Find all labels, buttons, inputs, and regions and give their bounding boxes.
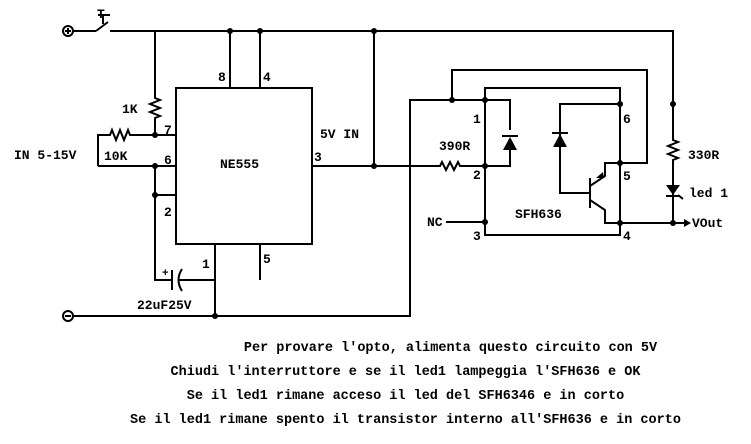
pin-label: 5 <box>623 169 631 184</box>
label-capacitor: 22uF25V <box>137 298 192 313</box>
photo-diode <box>552 132 568 147</box>
vout-arrow <box>684 219 691 227</box>
pin-label: 3 <box>314 150 322 165</box>
phototransistor <box>589 162 620 224</box>
label-10k: 10K <box>104 149 128 164</box>
note-line-2: Chiudi l'interruttore e se il led1 lampe… <box>170 365 641 380</box>
label-1k: 1K <box>122 102 138 117</box>
label-390r: 390R <box>439 139 470 154</box>
label-330r: 330R <box>688 148 719 163</box>
opto-led-diode <box>502 135 518 150</box>
pin-label: 5 <box>263 252 271 267</box>
opto-name: SFH636 <box>515 207 562 222</box>
pin-label: 2 <box>473 168 481 183</box>
pin-label: 4 <box>623 229 631 244</box>
pin-label: 1 <box>473 112 481 127</box>
label-5v-in: 5V IN <box>320 127 359 142</box>
pin-label: 1 <box>202 257 210 272</box>
label-vout: VOut <box>692 216 723 231</box>
positive-rail <box>125 30 674 104</box>
negative-rail <box>73 99 511 317</box>
minus-terminal <box>62 310 74 322</box>
pin-label: 3 <box>473 229 481 244</box>
pin-label: 8 <box>218 70 226 85</box>
note-line-1: Per provare l'opto, alimenta questo circ… <box>243 341 658 356</box>
switch-label: T <box>97 7 105 22</box>
label-led: led 1 <box>689 186 728 201</box>
resistor-10k <box>97 127 176 166</box>
label-nc: NC <box>427 215 443 230</box>
note-line-3: Se il led1 rimane acceso il led del SFH6… <box>186 389 625 404</box>
ic-name: NE555 <box>220 157 259 172</box>
pin-label: 7 <box>164 123 172 138</box>
capacitor-22uf: + <box>162 268 215 292</box>
svg-text:+: + <box>162 268 169 280</box>
resistor-330r <box>665 104 681 223</box>
resistor-1k <box>147 31 163 135</box>
pin-label: 6 <box>623 112 631 127</box>
plus-terminal <box>62 25 74 37</box>
push-switch <box>73 14 125 32</box>
pin-label: 6 <box>164 153 172 168</box>
pin-label: 4 <box>263 70 271 85</box>
label-input: IN 5-15V <box>14 148 77 163</box>
led-1 <box>666 185 684 200</box>
note-line-4: Se il led1 rimane spento il transistor i… <box>130 413 681 428</box>
junction-dots <box>152 28 676 319</box>
pin-label: 2 <box>164 205 172 220</box>
